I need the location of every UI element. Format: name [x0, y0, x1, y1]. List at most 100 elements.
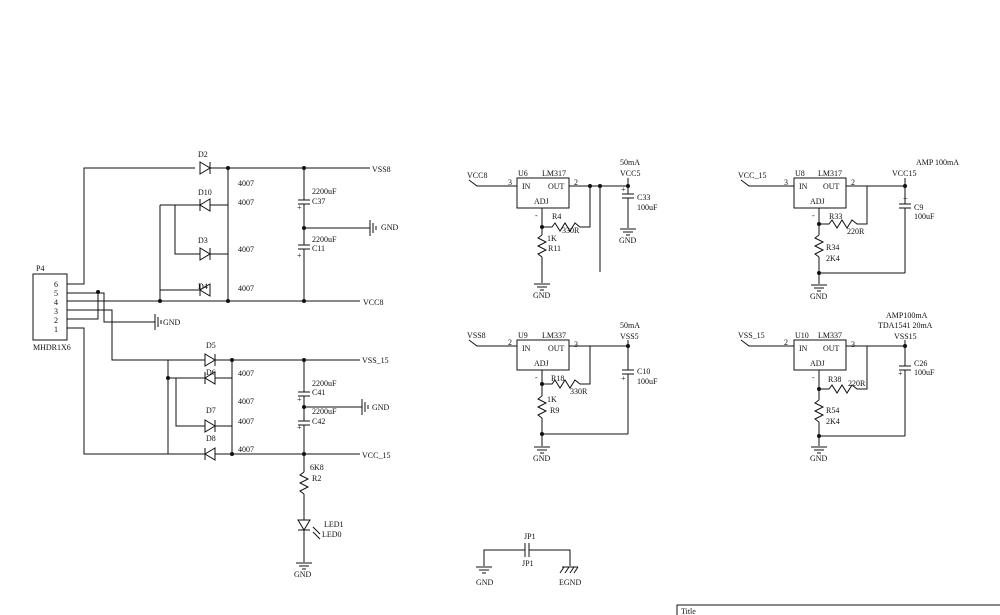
svg-text:4007: 4007: [238, 179, 254, 188]
svg-text:220R: 220R: [847, 227, 865, 236]
svg-text:R38: R38: [828, 375, 841, 384]
svg-text:2200uF: 2200uF: [312, 407, 337, 416]
svg-text:D4: D4: [198, 282, 208, 291]
svg-text:U8: U8: [795, 169, 805, 178]
svg-text:2: 2: [784, 338, 788, 347]
svg-text:VSS5: VSS5: [620, 332, 639, 341]
diode-d5: D5 4007: [195, 341, 360, 378]
svg-text:VCC_15: VCC_15: [738, 171, 766, 180]
svg-text:C33: C33: [637, 193, 650, 202]
svg-text:U10: U10: [795, 331, 809, 340]
svg-text:C37: C37: [312, 197, 325, 206]
svg-text:IN: IN: [522, 182, 531, 191]
svg-text:R18: R18: [551, 374, 564, 383]
svg-text:2: 2: [508, 338, 512, 347]
svg-text:-: -: [812, 373, 815, 382]
svg-text:U6: U6: [518, 169, 528, 178]
svg-text:D2: D2: [198, 150, 208, 159]
svg-text:TDA1541 20mA: TDA1541 20mA: [878, 321, 933, 330]
svg-text:LM317: LM317: [818, 169, 842, 178]
title-block: Title: [676, 604, 1000, 615]
diode-d2: D2 4007: [198, 150, 370, 188]
svg-text:3: 3: [574, 340, 578, 349]
svg-text:C9: C9: [914, 203, 923, 212]
diode-d7: D7 4007: [175, 378, 254, 433]
svg-text:220R: 220R: [848, 379, 866, 388]
svg-text:JP1: JP1: [522, 559, 534, 568]
svg-text:ADJ: ADJ: [810, 359, 825, 368]
svg-text:ADJ: ADJ: [534, 197, 549, 206]
svg-text:LED0: LED0: [322, 530, 342, 539]
jumper-jp1: JP1 JP1 GND EGND: [475, 532, 581, 587]
svg-text:LM337: LM337: [818, 331, 842, 340]
svg-text:VSS_15: VSS_15: [738, 331, 765, 340]
svg-text:D8: D8: [206, 434, 216, 443]
regulator-u8: VCC_15 3 U8 LM317 IN OUT ADJ 2 AMP 100mA…: [738, 158, 959, 301]
connector-pin-1: 1: [54, 325, 58, 334]
diode-d3: D3 4007: [174, 205, 254, 261]
svg-text:-: -: [812, 211, 815, 220]
svg-text:2: 2: [574, 178, 578, 187]
svg-text:330R: 330R: [562, 226, 580, 235]
regulator-u10: VSS_15 2 U10 LM337 IN OUT ADJ 3 AMP100mA…: [738, 311, 935, 463]
svg-text:VCC5: VCC5: [620, 169, 640, 178]
svg-text:-: -: [535, 211, 538, 220]
connector-pin-5: 5: [54, 289, 58, 298]
svg-text:IN: IN: [522, 344, 531, 353]
svg-text:2K4: 2K4: [826, 417, 840, 426]
svg-text:4007: 4007: [238, 369, 254, 378]
svg-text:4007: 4007: [238, 445, 254, 454]
connector-pin-3: 3: [54, 307, 58, 316]
gnd-label: GND: [810, 454, 828, 463]
svg-text:2K4: 2K4: [826, 254, 840, 263]
svg-text:6K8: 6K8: [310, 463, 324, 472]
regulator-body-u10: [793, 339, 847, 371]
regulator-body-u6: [516, 177, 570, 209]
svg-text:OUT: OUT: [823, 344, 840, 353]
connector-p4: P4 6 5 4 3 2 1 MHDR1X6: [32, 264, 71, 352]
svg-text:R4: R4: [552, 212, 561, 221]
svg-text:OUT: OUT: [548, 344, 565, 353]
connector-body: [32, 273, 68, 341]
svg-text:+: +: [297, 203, 302, 212]
svg-text:C41: C41: [312, 388, 325, 397]
diode-d10: D10 4007: [160, 188, 254, 212]
svg-text:R11: R11: [548, 244, 561, 253]
svg-text:LED1: LED1: [324, 520, 344, 529]
rectifier: D2 4007 D10 4007 D3 4007 D4 4007: [96, 150, 399, 461]
svg-text:100uF: 100uF: [914, 212, 935, 221]
connector-pin-6: 6: [54, 280, 58, 289]
gnd-label: GND: [381, 223, 399, 232]
gnd-label: GND: [533, 291, 551, 300]
svg-text:U9: U9: [518, 331, 528, 340]
connector-pin-4: 4: [54, 298, 58, 307]
gnd-label: GND: [619, 236, 637, 245]
svg-text:AMP100mA: AMP100mA: [886, 311, 928, 320]
gnd-label: GND: [476, 578, 494, 587]
svg-text:JP1: JP1: [524, 532, 536, 541]
rail-vss8: VSS8: [372, 165, 391, 174]
svg-text:C42: C42: [312, 417, 325, 426]
svg-text:IN: IN: [799, 344, 808, 353]
svg-text:VCC15: VCC15: [892, 169, 916, 178]
svg-text:+: +: [297, 251, 302, 260]
gnd-label: GND: [163, 318, 181, 327]
svg-text:3: 3: [508, 178, 512, 187]
svg-text:R34: R34: [826, 243, 839, 252]
svg-text:C10: C10: [637, 367, 650, 376]
svg-text:LM337: LM337: [542, 331, 566, 340]
regulator-body-u9: [516, 339, 570, 371]
led-indicator: 6K8 R2 LED1 LED0 GND: [294, 454, 344, 579]
svg-text:330R: 330R: [570, 387, 588, 396]
gnd-connector: GND: [145, 314, 181, 330]
svg-text:50mA: 50mA: [620, 321, 640, 330]
svg-text:D5: D5: [206, 341, 216, 350]
svg-text:R2: R2: [312, 474, 321, 483]
svg-text:4007: 4007: [238, 417, 254, 426]
connector-pin-2: 2: [54, 316, 58, 325]
svg-text:2: 2: [851, 178, 855, 187]
svg-text:+: +: [297, 423, 302, 432]
gnd-label: GND: [372, 403, 390, 412]
svg-text:100uF: 100uF: [637, 203, 658, 212]
